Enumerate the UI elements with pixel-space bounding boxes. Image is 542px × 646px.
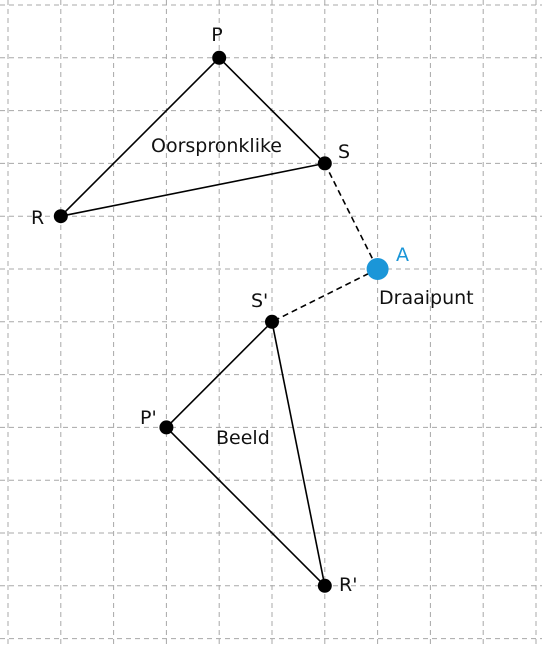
points <box>53 50 389 593</box>
label-pivot-caption: Draaipunt <box>379 287 474 309</box>
label-s: S <box>338 141 350 163</box>
segments <box>60 57 379 587</box>
segment-r-prime-s-prime <box>271 321 326 586</box>
label-r: R <box>31 207 44 229</box>
point-s <box>317 156 332 171</box>
label-r-prime: R' <box>339 574 357 596</box>
segment-r-p <box>60 57 220 217</box>
label-s-prime: S' <box>251 290 268 312</box>
label-original-triangle: Oorspronklike <box>151 135 282 157</box>
point-r-prime <box>317 578 332 593</box>
label-a: A <box>396 244 409 266</box>
point-r <box>53 209 68 224</box>
labels: P S R Oorspronklike A Draaipunt S' P' Be… <box>31 24 474 596</box>
point-p <box>212 50 227 65</box>
dashed-line-pivot-to-s-prime <box>271 268 378 323</box>
label-image-triangle: Beeld <box>216 427 270 449</box>
pivot-point-a <box>366 258 389 280</box>
label-p: P <box>211 24 222 46</box>
label-p-prime: P' <box>140 407 157 429</box>
segment-p-prime-r-prime <box>165 426 326 587</box>
point-p-prime <box>159 420 174 435</box>
segment-p-s <box>218 57 326 164</box>
segment-s-prime-p-prime <box>165 321 273 428</box>
point-s-prime <box>265 314 279 329</box>
segment-s-r <box>60 162 325 217</box>
